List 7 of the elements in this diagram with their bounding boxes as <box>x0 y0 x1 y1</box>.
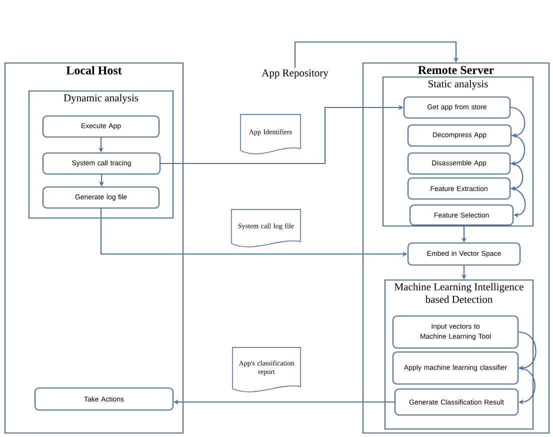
arrow <box>510 106 526 138</box>
arrow <box>510 162 524 192</box>
arrow <box>518 331 536 371</box>
arrow <box>294 41 459 68</box>
arrow <box>518 367 536 405</box>
repository-label: App Repository <box>262 69 328 79</box>
arrow <box>510 188 526 218</box>
